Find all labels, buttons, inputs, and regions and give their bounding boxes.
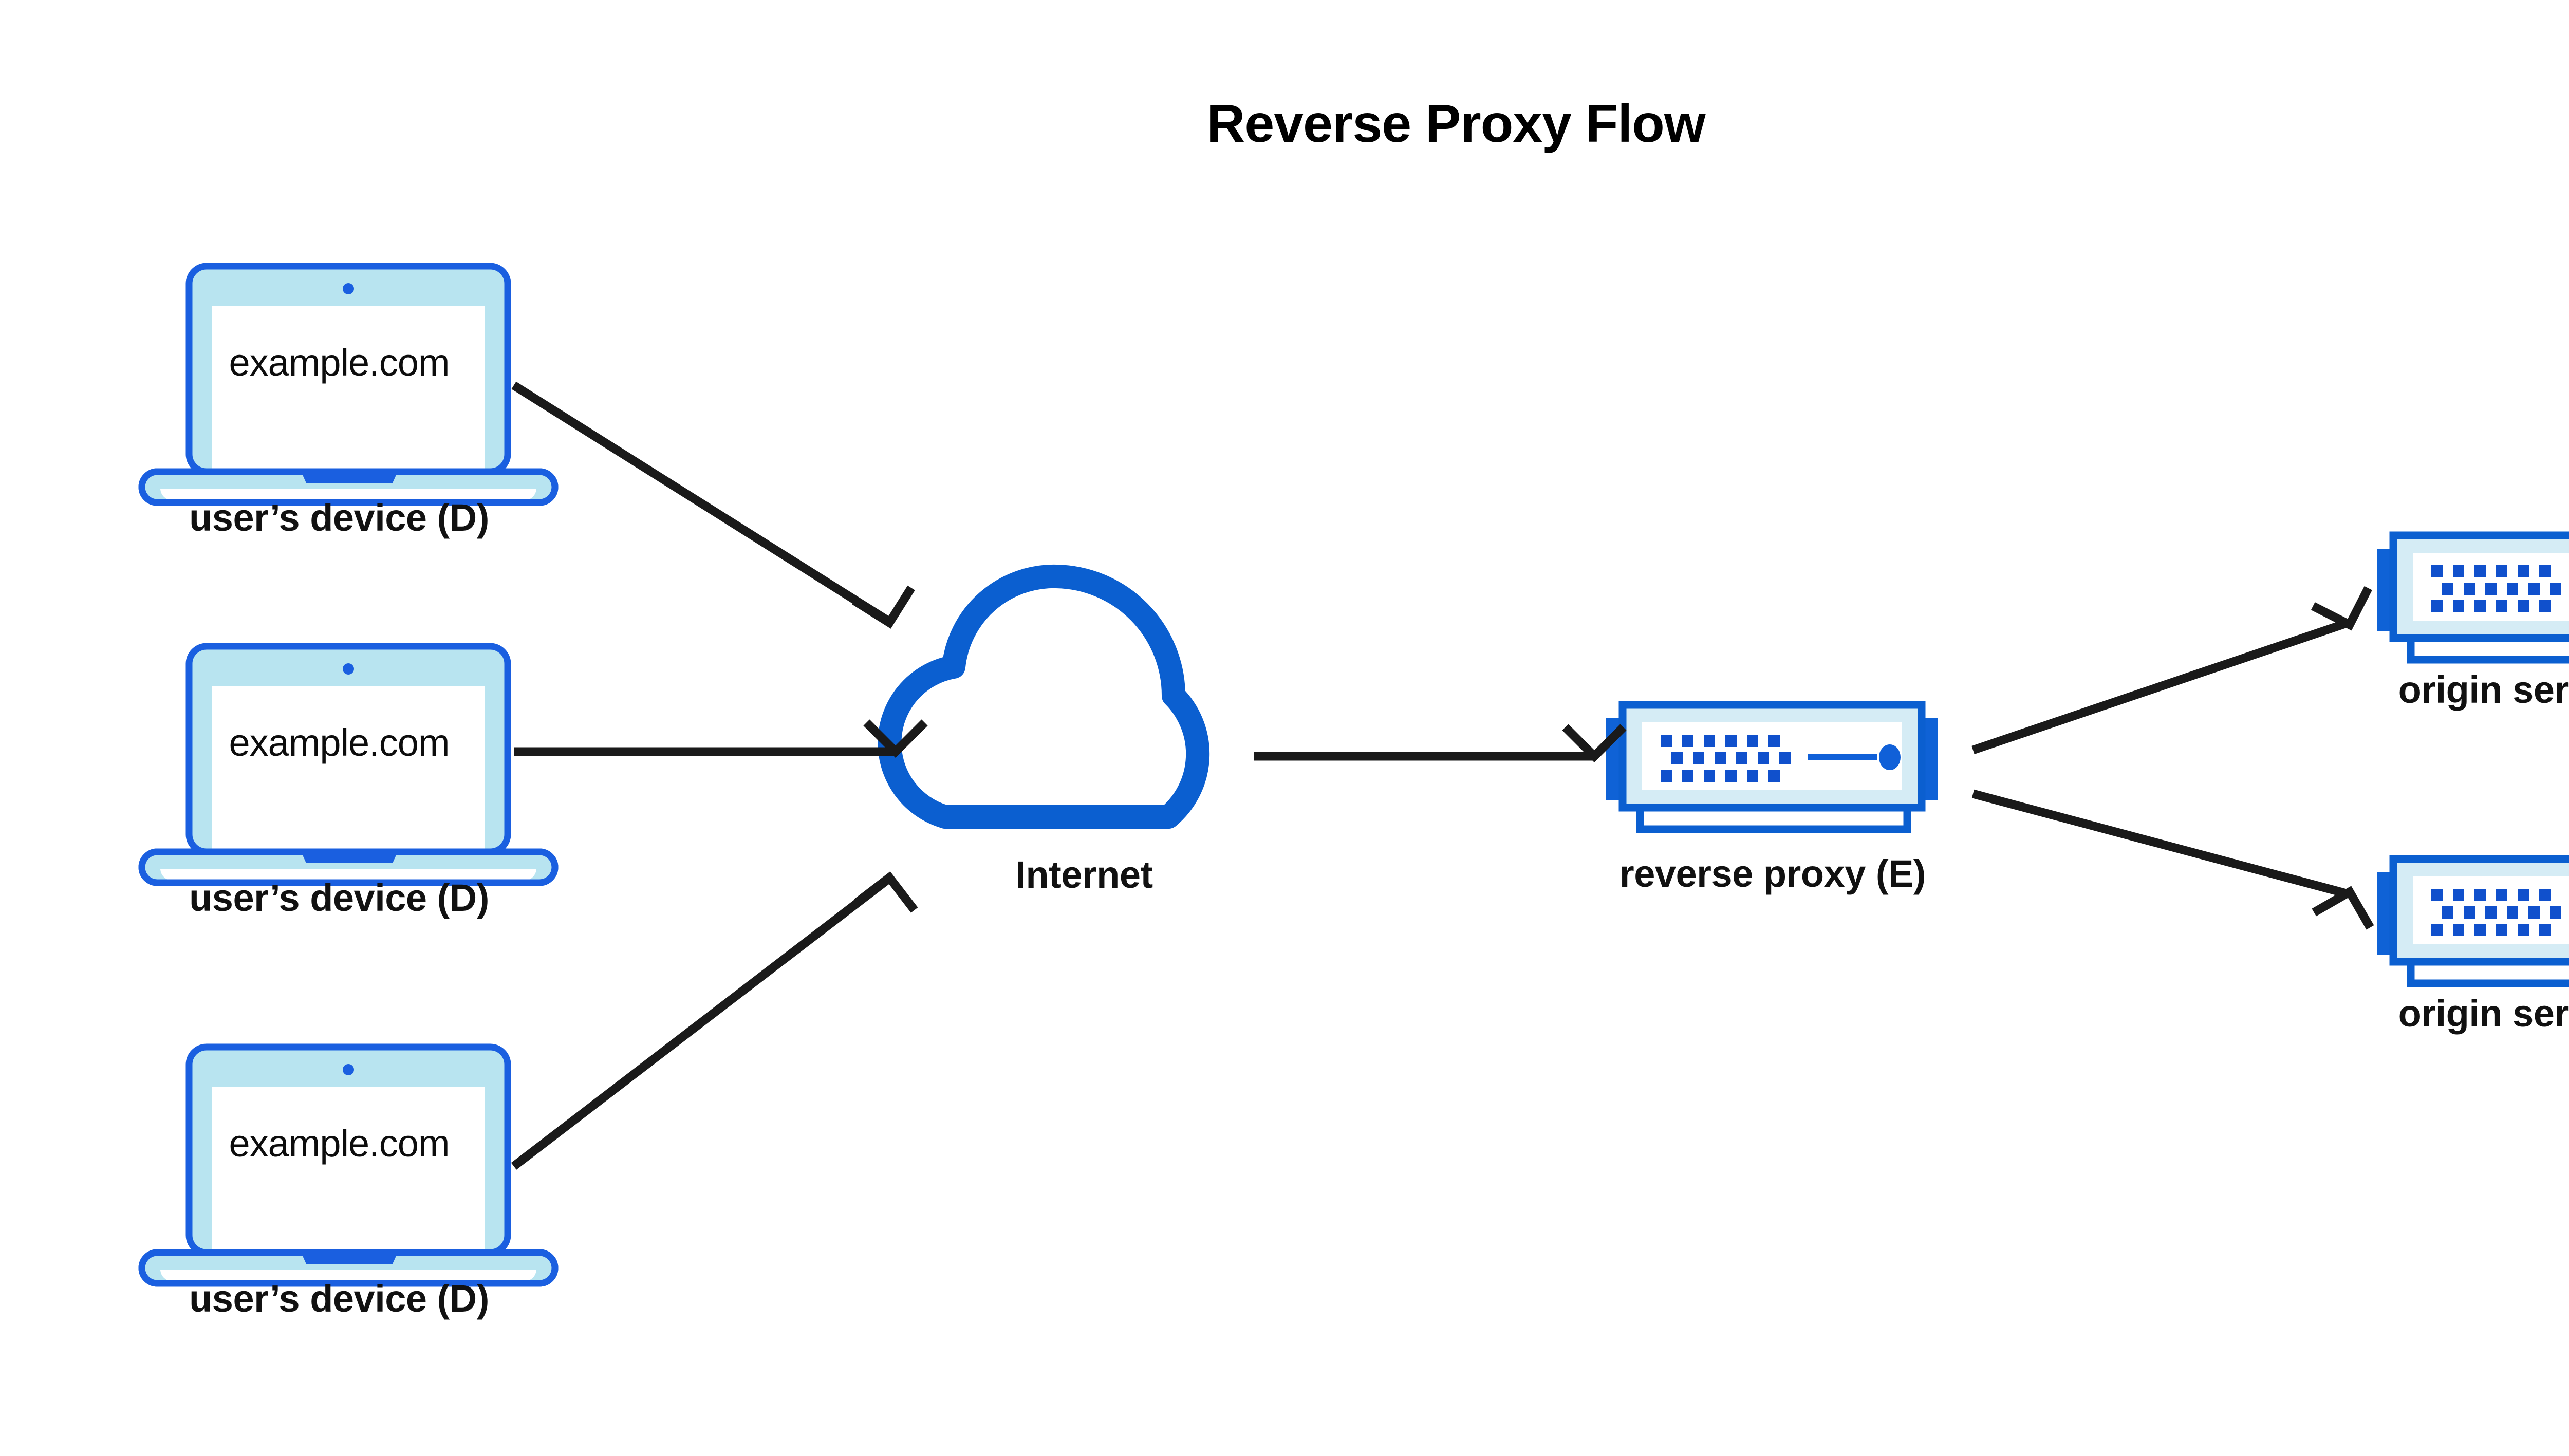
- internet-caption: Internet: [1015, 853, 1153, 896]
- origin-2-caption: origin server (F): [2398, 992, 2569, 1035]
- arrow-internet-to-proxy: [1254, 724, 1627, 763]
- laptop-icon-client-3: [142, 1047, 555, 1283]
- arrow-proxy-to-origin2: [1971, 789, 2374, 930]
- client-2-screen-text: example.com: [229, 721, 450, 764]
- arrow-client2-to-internet: [514, 719, 928, 758]
- laptop-icon-client-2: [142, 646, 555, 883]
- arrow-client3-to-internet: [511, 871, 918, 1170]
- server-icon-origin-1: [2377, 535, 2569, 660]
- arrow-proxy-to-origin1: [1971, 586, 2372, 755]
- server-icon-reverse-proxy: [1606, 705, 1938, 829]
- laptop-icon-client-1: [142, 266, 555, 502]
- client-3-caption: user’s device (D): [189, 1277, 489, 1320]
- client-1-screen-text: example.com: [229, 341, 450, 384]
- arrow-client1-to-internet: [511, 381, 915, 629]
- reverse-proxy-caption: reverse proxy (E): [1619, 852, 1926, 895]
- client-1-caption: user’s device (D): [189, 496, 489, 539]
- server-icon-origin-2: [2377, 859, 2569, 983]
- origin-1-caption: origin server (F): [2398, 668, 2569, 711]
- client-2-caption: user’s device (D): [189, 876, 489, 919]
- client-3-screen-text: example.com: [229, 1122, 450, 1165]
- cloud-icon-internet: [878, 564, 1210, 829]
- page-title: Reverse Proxy Flow: [1206, 94, 1705, 154]
